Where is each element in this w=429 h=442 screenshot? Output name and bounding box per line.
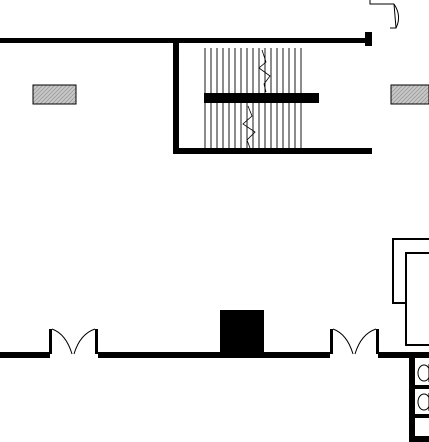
lower-wall <box>0 352 429 358</box>
toilet-fixtures <box>417 364 429 411</box>
right-double-door <box>330 328 379 355</box>
left-double-door <box>49 328 98 355</box>
break-lines <box>242 49 271 149</box>
right-restroom-walls <box>392 238 429 442</box>
center-column <box>220 310 264 354</box>
stair-center-divider <box>204 93 319 103</box>
top-right-door-swing <box>369 0 400 29</box>
right-hatched-fixture <box>390 84 429 105</box>
left-hatched-fixture <box>32 84 77 105</box>
upper-wall <box>0 32 372 46</box>
